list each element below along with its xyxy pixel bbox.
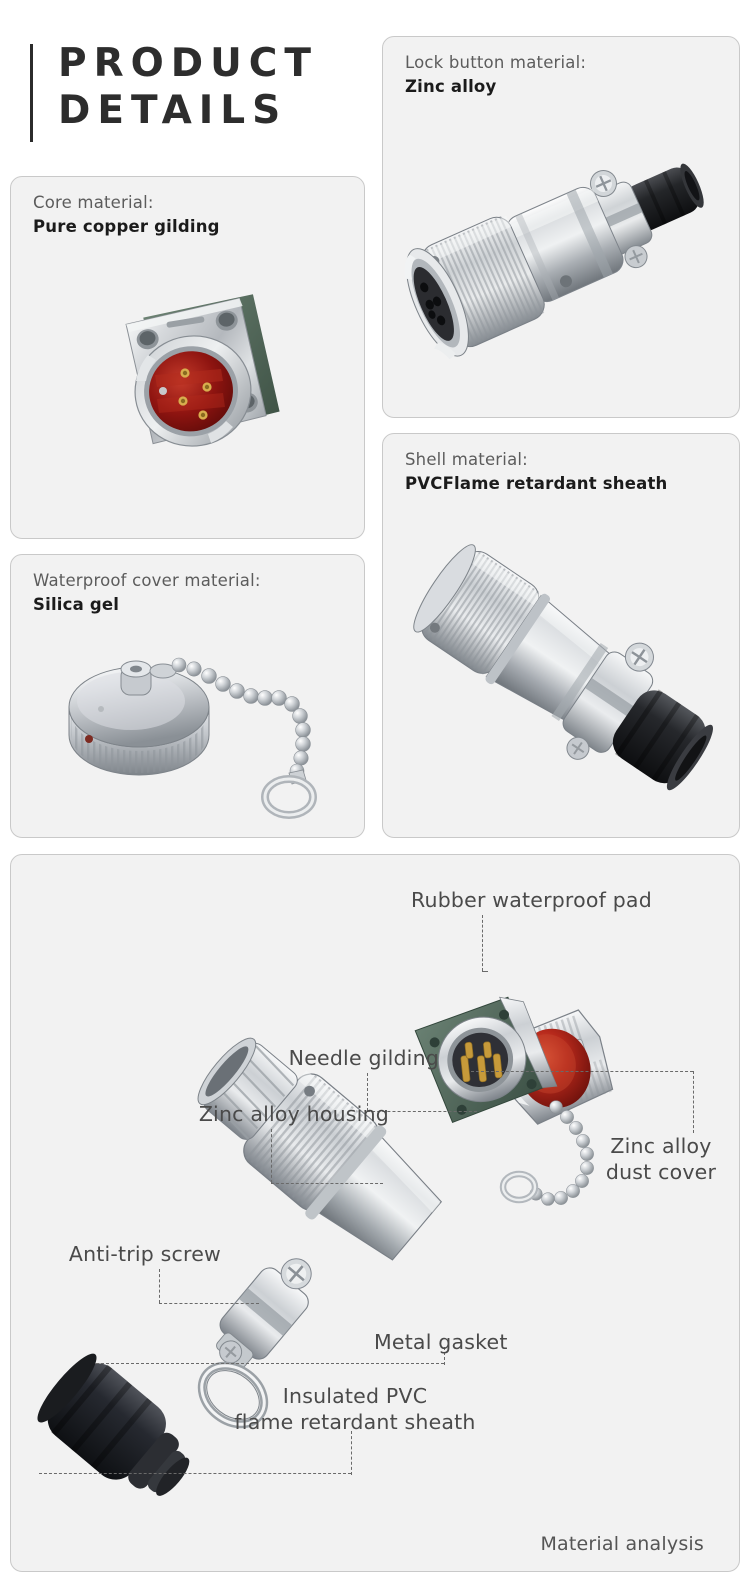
card-water-value: Silica gel <box>33 595 120 614</box>
ball-chain-art <box>529 1100 594 1206</box>
cable-clamp-art <box>216 1258 312 1368</box>
annotation-insulated-pvc-sheath: Insulated PVC flame retardant sheath <box>234 1384 476 1434</box>
page-title: PRODUCT DETAILS <box>58 41 319 133</box>
card-core-value: Pure copper gilding <box>33 217 220 236</box>
leader-dust-cover-h <box>471 1071 693 1072</box>
header-accent-bar <box>30 44 33 142</box>
leader-screw-h <box>159 1303 259 1304</box>
card-shell-material: Shell material: PVCFlame retardant sheat… <box>382 433 740 838</box>
leader-rubber-pad-h <box>482 971 488 972</box>
annotation-needle-gilding: Needle gilding <box>288 1046 439 1070</box>
annotation-rubber-waterproof-pad: Rubber waterproof pad <box>411 888 652 912</box>
leader-gasket-h <box>96 1363 444 1364</box>
exploded-connector-diagram <box>11 855 739 1571</box>
card-water-label: Waterproof cover material: <box>33 571 261 590</box>
card-lock-button-material: Lock button material: Zinc alloy <box>382 36 740 418</box>
card-core-material: Core material: Pure copper gilding <box>10 176 365 539</box>
leader-gasket-v <box>444 1347 445 1365</box>
panel-mount-connector-red-insert-image <box>89 273 319 503</box>
card-shell-label: Shell material: <box>405 450 528 469</box>
connector-with-black-pvc-sheath-image <box>397 520 727 820</box>
panel-socket-art <box>414 996 558 1124</box>
card-shell-value: PVCFlame retardant sheath <box>405 474 668 493</box>
zinc-alloy-housing-art <box>197 1037 443 1261</box>
card-lock-value: Zinc alloy <box>405 77 497 96</box>
annotation-metal-gasket: Metal gasket <box>374 1330 508 1354</box>
annotation-anti-trip-screw: Anti-trip screw <box>68 1242 221 1266</box>
page-header: PRODUCT DETAILS <box>30 40 360 150</box>
card-material-analysis: Rubber waterproof pad Needle gilding Zin… <box>10 854 740 1572</box>
card-lock-label: Lock button material: <box>405 53 587 72</box>
leader-sheath-h <box>39 1473 351 1474</box>
leader-housing-h <box>271 1183 383 1184</box>
leader-sheath-v <box>351 1431 352 1475</box>
female-plug-connector-with-cable-clamp-image <box>397 135 727 385</box>
leader-needle-v <box>367 1073 368 1111</box>
dust-cap-with-ball-chain-image <box>51 621 341 821</box>
leader-needle-h <box>367 1111 477 1112</box>
leader-rubber-pad-v <box>482 915 483 971</box>
card-core-label: Core material: <box>33 193 154 212</box>
leader-screw-v <box>159 1269 160 1303</box>
metal-gasket-art <box>197 1361 269 1429</box>
annotation-zinc-alloy-dust-cover: Zinc alloy dust cover <box>605 1134 717 1184</box>
leader-dust-cover-v <box>693 1071 694 1133</box>
pvc-sheath-art <box>37 1353 190 1496</box>
annotation-zinc-alloy-housing: Zinc alloy housing <box>198 1102 389 1126</box>
material-analysis-caption: Material analysis <box>540 1533 704 1555</box>
card-waterproof-cover-material: Waterproof cover material: Silica gel <box>10 554 365 838</box>
leader-housing-v <box>271 1129 272 1183</box>
